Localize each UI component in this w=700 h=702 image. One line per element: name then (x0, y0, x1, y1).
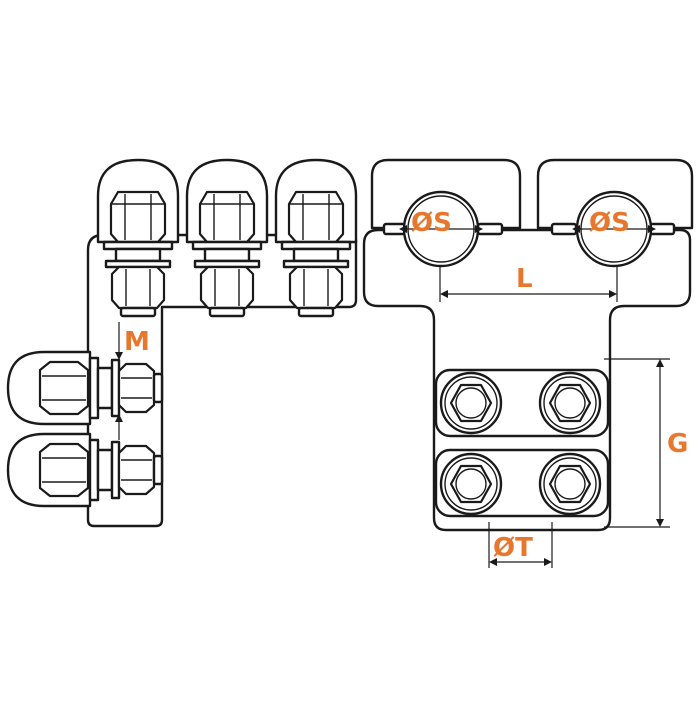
s-label-right: ØS (589, 208, 630, 238)
l-label: L (516, 264, 533, 294)
palm-bolt-4 (538, 452, 602, 516)
t-connector (362, 158, 694, 532)
s-dimension-right (572, 225, 656, 233)
m-dimension (115, 322, 123, 440)
l-dimension (439, 266, 618, 302)
g-dimension (604, 358, 670, 528)
s-dimension-left (399, 225, 483, 233)
palm-bolt-2 (538, 371, 602, 435)
palm-bolt-1 (439, 371, 503, 435)
angle-connector: M (6, 158, 358, 528)
g-label: G (667, 429, 688, 459)
t-dimension (488, 522, 553, 568)
m-label: M (124, 327, 150, 357)
s-label-left: ØS (411, 208, 452, 238)
palm-bolt-3 (439, 452, 503, 516)
t-label: ØT (493, 533, 533, 563)
